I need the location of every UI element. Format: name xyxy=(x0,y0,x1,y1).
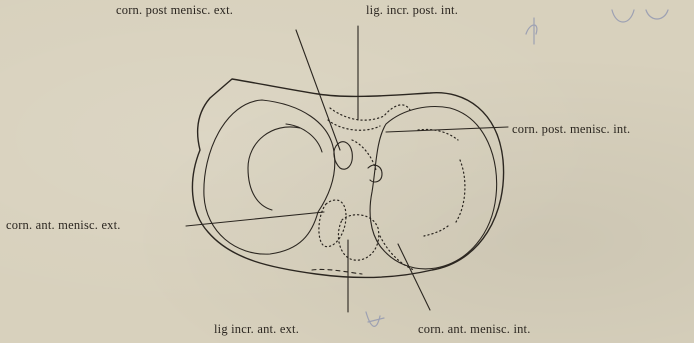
lateral-inner-arc xyxy=(248,127,300,210)
anterior-horn-medial-dotted xyxy=(380,236,414,270)
anterior-cruciate-dotted xyxy=(338,215,378,260)
leader-bottom-right xyxy=(398,244,430,310)
label-lig-incr-post-int: lig. incr. post. int. xyxy=(366,3,458,18)
pencil-mark-corner xyxy=(612,10,668,22)
posterior-horn-dotted-lower xyxy=(328,120,380,130)
anterior-lower-dashed xyxy=(312,269,362,274)
lateral-inner-arc-top xyxy=(286,124,322,152)
medial-meniscus-dotted-upper xyxy=(418,129,458,140)
label-corn-post-menisc-ext: corn. post menisc. ext. xyxy=(116,3,233,18)
leader-right xyxy=(386,127,508,132)
posterior-intercondylar-dotted xyxy=(330,105,410,120)
pencil-mark-bottom xyxy=(366,312,384,326)
label-corn-ant-menisc-ext: corn. ant. menisc. ext. xyxy=(6,218,121,233)
medial-meniscus-dotted-lower xyxy=(424,226,448,236)
pencil-mark-top xyxy=(526,18,537,44)
label-corn-post-menisc-int: corn. post. menisc. int. xyxy=(512,122,630,137)
label-corn-ant-menisc-int: corn. ant. menisc. int. xyxy=(418,322,531,337)
lateral-meniscus-outer xyxy=(204,100,335,254)
leader-top-left xyxy=(296,30,340,150)
medial-meniscus-dotted-right xyxy=(456,160,465,222)
lateral-tibial-spine xyxy=(334,142,352,169)
anterior-horn-lateral-dotted xyxy=(319,200,346,247)
label-lig-incr-ant-ext: lig incr. ant. ext. xyxy=(214,322,299,337)
leader-left xyxy=(186,212,324,226)
